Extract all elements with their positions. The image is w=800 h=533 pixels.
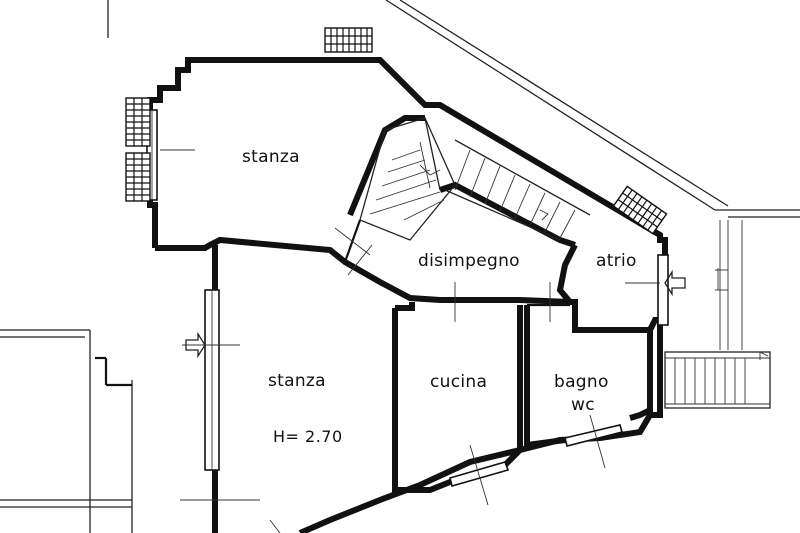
exterior-walls xyxy=(147,57,668,533)
doors xyxy=(160,149,719,533)
room-label-stanza-bottom: stanza xyxy=(268,371,326,391)
room-label-disimpegno: disimpegno xyxy=(418,251,520,271)
radiator-icon xyxy=(125,152,151,202)
radiators xyxy=(125,27,668,235)
window-icon xyxy=(657,254,669,326)
room-label-cucina: cucina xyxy=(430,372,487,392)
door-icon xyxy=(334,227,371,256)
room-label-wc: wc xyxy=(571,395,595,415)
staircase-icon xyxy=(359,117,591,241)
radiator-icon xyxy=(612,185,668,235)
radiator-icon xyxy=(125,97,151,147)
room-label-stanza-top: stanza xyxy=(242,147,300,167)
staircase-icon xyxy=(664,351,771,409)
window-icon xyxy=(564,424,623,447)
entry-arrow-icon xyxy=(185,331,206,359)
radiator-icon xyxy=(324,27,373,53)
ceiling-height-note: H= 2.70 xyxy=(273,427,343,446)
room-label-bagno: bagno xyxy=(554,372,609,392)
entry-arrow-icon xyxy=(664,269,686,297)
room-label-atrio: atrio xyxy=(596,251,637,271)
